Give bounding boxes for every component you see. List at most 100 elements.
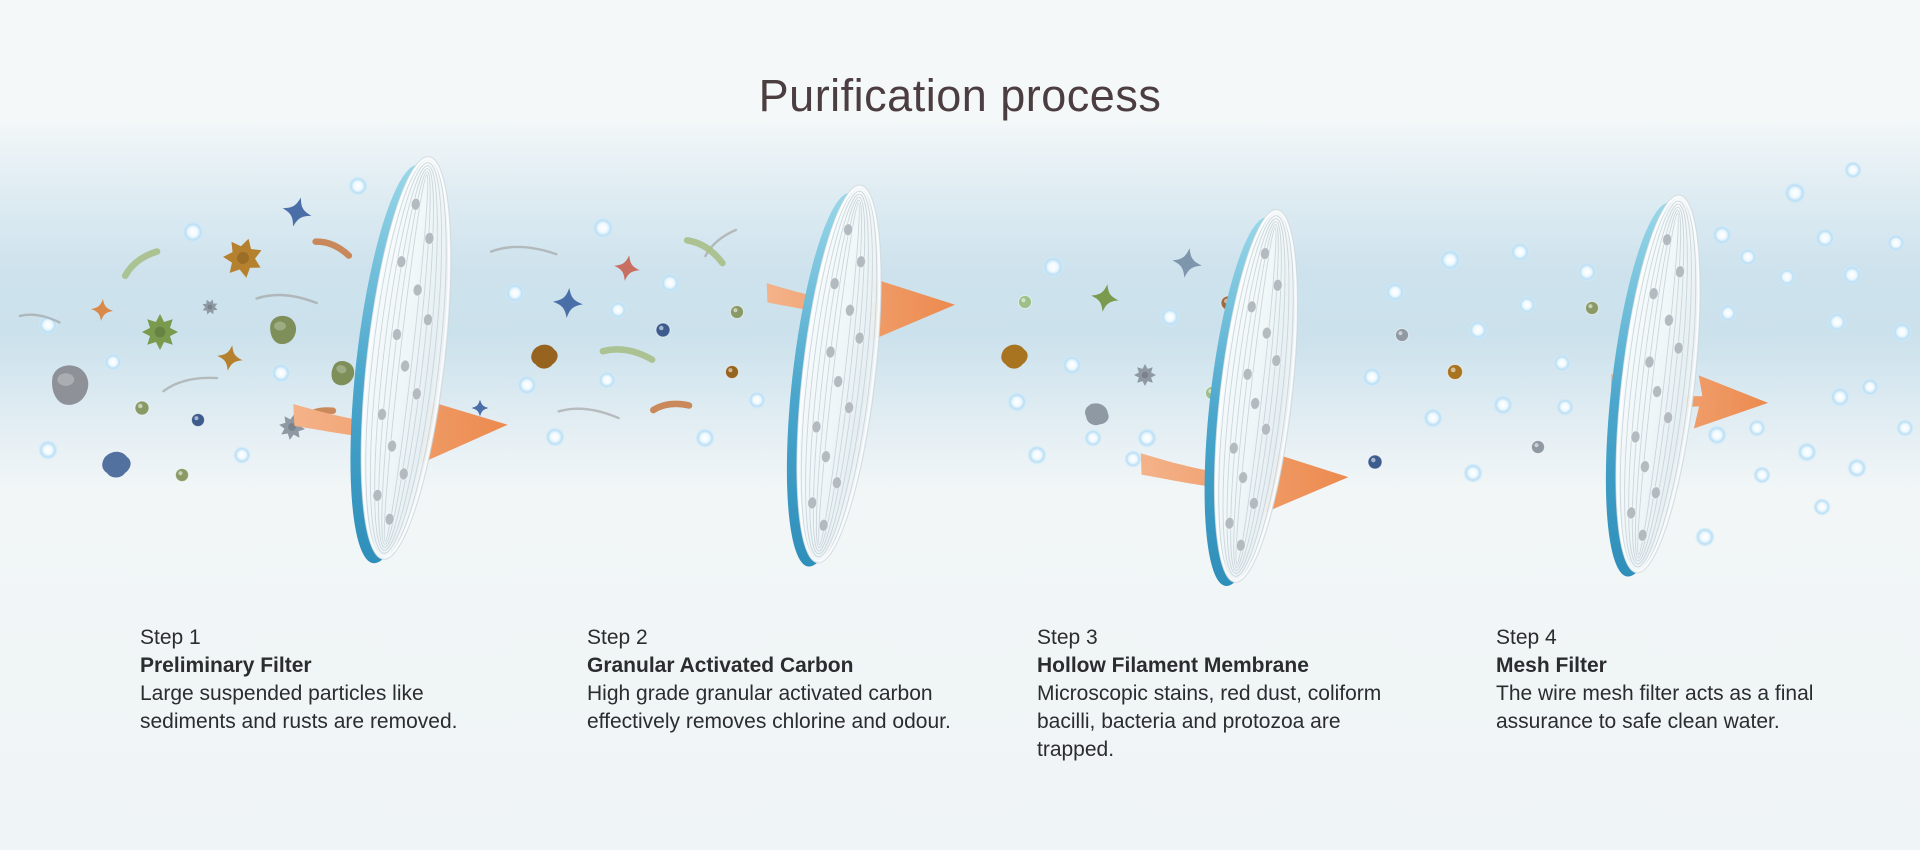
particle-fiber [18, 313, 61, 324]
particle-bubble [1553, 354, 1571, 372]
particle-bubble [1892, 322, 1912, 342]
filter-disc-2 [786, 184, 882, 567]
filter-disc-1 [350, 156, 452, 564]
particle-ribbon [599, 346, 656, 363]
particle-cross [1091, 284, 1119, 312]
step-1: Step 1 Preliminary Filter Large suspende… [140, 624, 470, 736]
step-1-name: Preliminary Filter [140, 654, 312, 677]
particle-bubble [1784, 182, 1806, 204]
particle-bubble [348, 176, 368, 196]
particle-bubble [1827, 312, 1847, 332]
particle-bubble [1861, 378, 1879, 396]
step-2-label: Step 2 [587, 626, 648, 649]
particle-fiber [255, 293, 318, 305]
particle-stone [52, 365, 89, 405]
particle-cross [1172, 248, 1202, 278]
filter-disc-4 [1605, 194, 1701, 577]
particle-bubble [545, 427, 565, 447]
particle-dot [175, 468, 189, 482]
particle-bubble [1042, 256, 1064, 278]
particle-burst8 [1134, 364, 1156, 386]
particle-cross [282, 197, 312, 227]
particle-bubble [1719, 304, 1737, 322]
particle-dot [1395, 328, 1409, 342]
particle-bubble [182, 221, 204, 243]
particle-bubble [1468, 320, 1488, 340]
particle-ribbon [650, 400, 693, 414]
particle-bubble [1753, 466, 1771, 484]
step-2: Step 2 Granular Activated Carbon High gr… [587, 624, 952, 736]
particle-cross [553, 288, 583, 318]
particle-blob [102, 451, 131, 478]
step-2-name: Granular Activated Carbon [587, 654, 854, 677]
particle-dot [1585, 301, 1599, 315]
particle-bubble [1493, 395, 1513, 415]
particle-dot [1531, 440, 1545, 454]
particle-bubble [1896, 419, 1914, 437]
particle-bubble [1027, 445, 1047, 465]
particle-bubble [1842, 265, 1862, 285]
particle-burst7 [223, 238, 262, 278]
particle-dot [134, 400, 150, 416]
particle-bubble [1518, 296, 1536, 314]
particle-bubble [1556, 398, 1574, 416]
particle-bubble [1815, 228, 1835, 248]
particles-layer [18, 161, 1914, 547]
particle-bubble [1847, 458, 1867, 478]
particle-bubble [1813, 498, 1831, 516]
step-3: Step 3 Hollow Filament Membrane Microsco… [1037, 624, 1417, 764]
particle-dot [730, 305, 744, 319]
particle-bubble [1160, 307, 1180, 327]
step-4: Step 4 Mesh Filter The wire mesh filter … [1496, 624, 1861, 736]
step-1-label: Step 1 [140, 626, 201, 649]
particle-bubble [1797, 442, 1817, 462]
particle-bubble [1423, 408, 1443, 428]
particle-ribbon [121, 248, 161, 280]
particle-bubble [1510, 242, 1530, 262]
particle-dot [655, 322, 671, 338]
particle-fiber [557, 407, 620, 420]
particle-dot [1367, 454, 1383, 470]
step-2-description: High grade granular activated carbon eff… [587, 682, 951, 733]
particle-bubble [598, 371, 616, 389]
particle-stone [270, 315, 297, 345]
particle-dot [191, 413, 205, 427]
particle-bubble [1007, 392, 1027, 412]
particle-blob [1085, 403, 1109, 426]
particle-bubble [1830, 387, 1850, 407]
particle-cross [217, 345, 243, 371]
particle-bubble [517, 375, 537, 395]
particle-bubble [1712, 225, 1732, 245]
filters-layer [350, 156, 1701, 587]
particle-bubble [609, 301, 627, 319]
particle-cross [614, 255, 640, 281]
particle-ribbon [312, 238, 353, 259]
particle-dot [725, 365, 739, 379]
particle-bubble [104, 353, 122, 371]
step-4-name: Mesh Filter [1496, 654, 1607, 677]
particle-bubble [505, 283, 525, 303]
particle-blob [1001, 344, 1028, 369]
particle-bubble [1707, 425, 1727, 445]
particle-bubble [1887, 234, 1905, 252]
particle-bubble [1577, 262, 1597, 282]
particle-bubble [1124, 450, 1142, 468]
step-3-label: Step 3 [1037, 626, 1098, 649]
particle-bubble [271, 363, 291, 383]
flow-arrows-layer [293, 277, 1769, 518]
step-3-description: Microscopic stains, red dust, coliform b… [1037, 682, 1382, 761]
step-4-description: The wire mesh filter acts as a final ass… [1496, 682, 1814, 733]
particle-bubble [695, 428, 715, 448]
step-4-label: Step 4 [1496, 626, 1557, 649]
particle-bubble [1844, 161, 1862, 179]
filter-disc-3 [1204, 209, 1299, 587]
particle-bubble [1362, 367, 1382, 387]
particle-blob [531, 344, 558, 369]
particle-bubble [1778, 268, 1796, 286]
particle-bubble [1385, 282, 1405, 302]
particle-bubble [1463, 463, 1483, 483]
step-1-description: Large suspended particles like sediments… [140, 682, 458, 733]
particle-fiber [704, 228, 738, 258]
